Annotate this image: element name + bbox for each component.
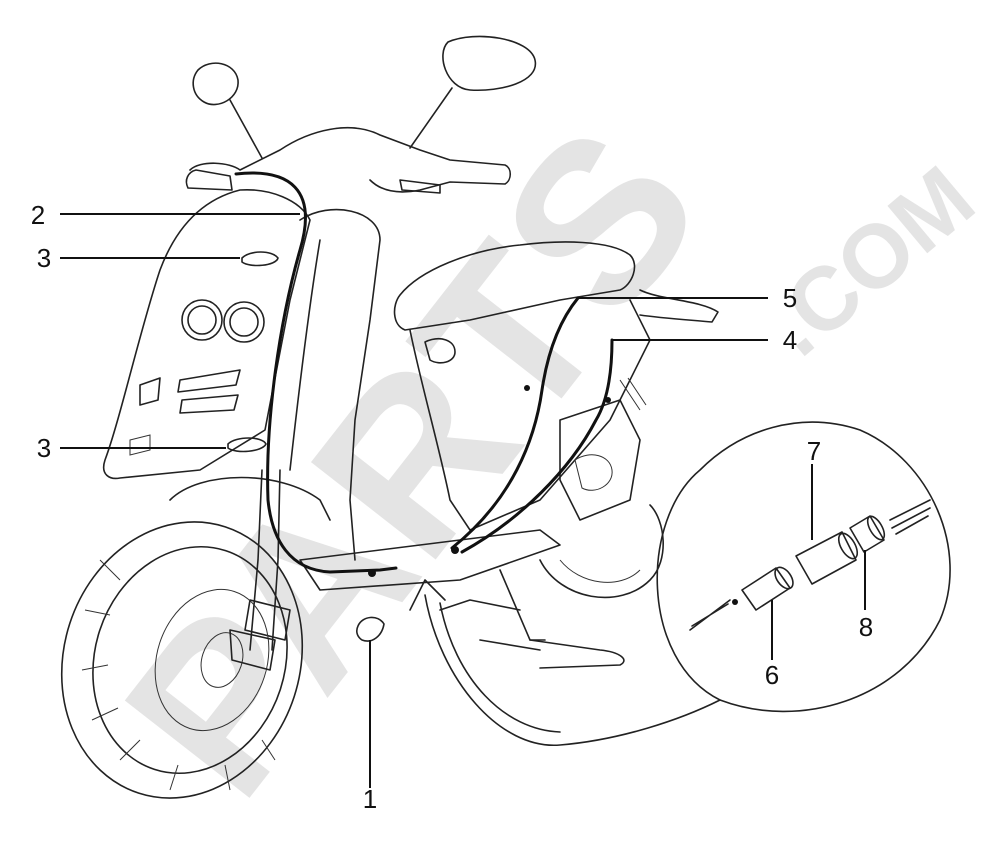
callout-2: 2 (31, 200, 45, 230)
watermark: PARTS .COM (76, 81, 993, 840)
callout-8: 8 (859, 612, 873, 642)
callout-1: 1 (363, 784, 377, 814)
cables (234, 171, 614, 577)
detail-inset (409, 421, 951, 746)
cable-4 (460, 338, 614, 554)
callout-labels: 2 3 3 1 5 4 7 6 8 (31, 200, 873, 814)
part-8-nut (849, 499, 931, 553)
part-7-sleeve (795, 531, 859, 585)
leader-lines (60, 213, 866, 788)
clamp-parts (227, 251, 385, 642)
callout-3-upper: 3 (37, 243, 51, 273)
callout-6: 6 (765, 660, 779, 690)
callout-5: 5 (783, 283, 797, 313)
cable-5 (450, 296, 580, 550)
watermark-text: PARTS (76, 81, 748, 840)
scooter-illustration (60, 35, 719, 799)
part-6-ferrule (689, 566, 794, 631)
callout-7: 7 (807, 436, 821, 466)
clamp-3-lower (227, 437, 267, 453)
callout-3-lower: 3 (37, 433, 51, 463)
clamp-3-upper (241, 251, 279, 267)
callout-4: 4 (783, 325, 797, 355)
speedometer-cable (234, 171, 398, 574)
clamp-1 (356, 616, 385, 642)
